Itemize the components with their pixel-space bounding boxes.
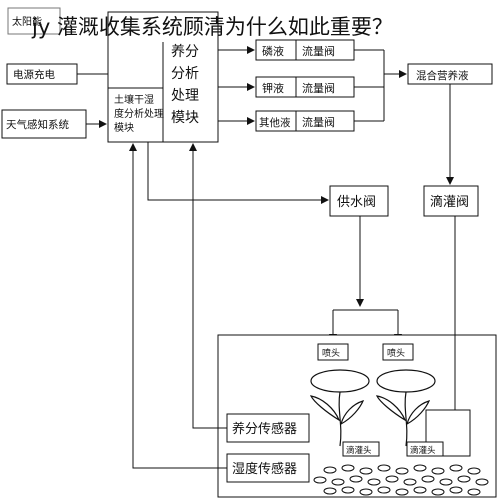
- plant-2-leaf-left: [375, 395, 407, 422]
- pebble: [457, 475, 471, 483]
- supply-valve-label: 供水阀: [337, 195, 376, 210]
- pebble: [449, 464, 463, 472]
- pebble: [439, 478, 453, 486]
- other-liquid-label: 其他液: [259, 116, 291, 129]
- humidity-sensor-box: [226, 453, 310, 483]
- plant-1-stem: [338, 391, 342, 447]
- soil-module-line3: 模块: [114, 122, 134, 134]
- pebble: [467, 488, 481, 496]
- pebble: [431, 488, 445, 496]
- nutrient-sensor-label: 养分传感器: [232, 421, 297, 437]
- plant-1: [309, 369, 370, 447]
- nutrient-module-line1: 养分: [171, 44, 199, 60]
- plant-1-leaf-left: [309, 395, 341, 422]
- weather-label: 天气感知系统: [6, 118, 69, 131]
- supply-valve-box: [329, 185, 389, 217]
- solar-label: 太阳能: [12, 15, 42, 28]
- pebble: [323, 466, 337, 474]
- pebble: [349, 475, 363, 483]
- plant-1-leaf-right: [340, 400, 365, 426]
- phosphorus-label: 磷液: [262, 44, 284, 58]
- plant-1-crown: [310, 369, 370, 393]
- pebble: [377, 486, 391, 494]
- flow-valve-1-label: 流量阀: [302, 44, 335, 58]
- humidity-sensor-feedback: [129, 143, 227, 469]
- pebble: [413, 486, 427, 494]
- soil-module-line1: 土壤干湿: [114, 93, 154, 106]
- pebble: [395, 467, 409, 475]
- drip-pipe-loop: [425, 409, 471, 457]
- pebble: [359, 488, 373, 496]
- pebble: [449, 486, 463, 494]
- nutrient-sensor-box: [226, 413, 310, 443]
- solar-box: [7, 7, 61, 35]
- drip-head-2-box: [406, 441, 444, 457]
- pebble: [341, 486, 355, 494]
- page-title: jy 灌溉收集系统顾清为什么如此重要？: [31, 15, 393, 39]
- processing-to-supply-path: [147, 142, 329, 204]
- mixed-nutrient-label: 混合营养液: [416, 69, 469, 82]
- pebble: [475, 478, 489, 486]
- pebble: [395, 488, 409, 496]
- nutrient-sensor-feedback: [189, 143, 227, 429]
- plant-2-crown: [376, 369, 436, 393]
- drip-valve-label: 滴灌阀: [430, 194, 469, 210]
- plant-2-stem: [404, 391, 408, 447]
- sprinkler-1-box: [317, 343, 349, 361]
- drip-head-1-box: [342, 441, 380, 457]
- humidity-sensor-label: 湿度传感器: [232, 461, 297, 477]
- pebble: [313, 476, 327, 484]
- power-charge-label: 电源充电: [13, 68, 55, 81]
- soil-pebbles: [313, 464, 489, 496]
- pebble: [341, 464, 355, 472]
- nutrient-module-line3: 处理: [171, 88, 199, 104]
- pebble: [331, 478, 345, 486]
- pebble: [421, 475, 435, 483]
- pebble: [367, 478, 381, 486]
- plant-2-leaf-right: [406, 400, 431, 426]
- flow-valve-3-label: 流量阀: [302, 115, 335, 129]
- nutrient-module-line4: 模块: [171, 110, 199, 126]
- sprinkler-1-label: 喷头: [322, 348, 340, 359]
- pebble: [403, 478, 417, 486]
- sprinkler-2-label: 喷头: [387, 348, 405, 359]
- drip-head-1-label: 滴灌头: [346, 445, 372, 456]
- sprinkler-2-box: [382, 343, 414, 361]
- pebble: [467, 467, 481, 475]
- pebble: [431, 467, 445, 475]
- pebble: [359, 467, 373, 475]
- pebble: [323, 487, 337, 495]
- pebble: [385, 475, 399, 483]
- pebble: [413, 464, 427, 472]
- nutrient-module-line2: 分析: [171, 66, 199, 82]
- plant-2: [375, 369, 436, 447]
- potassium-label: 钾液: [262, 81, 284, 95]
- drip-valve-box: [423, 185, 479, 217]
- soil-module-line2: 度分析处理: [114, 107, 164, 120]
- drip-head-2-label: 滴灌头: [410, 445, 436, 456]
- pebble: [377, 464, 391, 472]
- flow-valve-2-label: 流量阀: [302, 81, 335, 95]
